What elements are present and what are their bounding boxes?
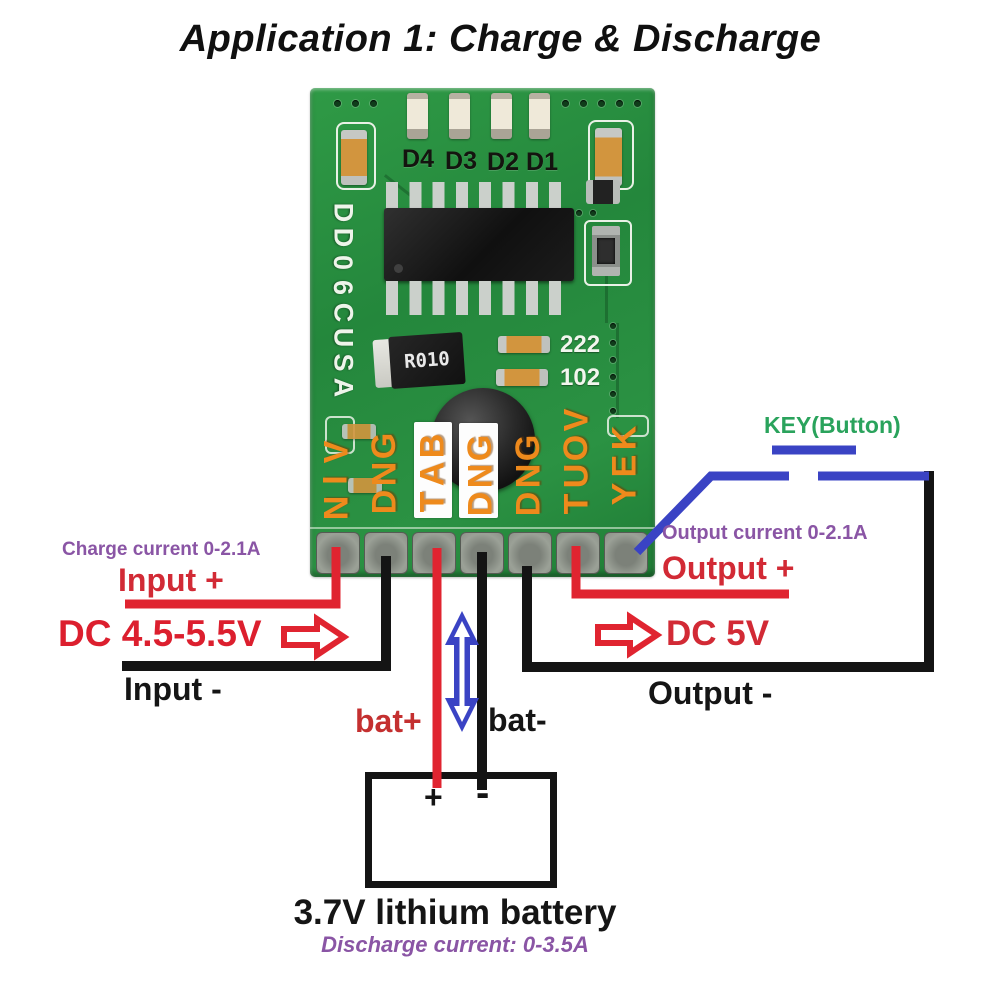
- capacitor-label-102: 102: [560, 364, 601, 391]
- via-dot: [616, 100, 623, 107]
- solder-pad-bat: [412, 532, 456, 574]
- label-background: [459, 423, 498, 518]
- input-right-arrow-icon: [281, 613, 350, 661]
- solder-pad-vout: [556, 532, 600, 574]
- via-dot: [610, 340, 616, 346]
- corner-bracket: [336, 122, 376, 190]
- smd-component: [586, 180, 620, 204]
- via-dot: [334, 100, 341, 107]
- output-minus-label: Output -: [648, 675, 773, 711]
- silkscreen-bracket: [607, 415, 649, 437]
- label-background: [414, 422, 452, 518]
- solder-pad-key: [604, 532, 648, 574]
- output-current-label: Output current 0-2.1A: [662, 522, 868, 544]
- smd-resistor: [342, 424, 376, 439]
- key-button-label: KEY(Button): [764, 412, 901, 438]
- battery-plus-terminal: +: [424, 779, 443, 815]
- via-dot: [370, 100, 377, 107]
- bat-minus-label: bat-: [488, 702, 547, 738]
- via-dot: [598, 100, 605, 107]
- component-bracket: [584, 220, 632, 286]
- led-label-d2: D2: [487, 148, 519, 176]
- ic-pins-top: [386, 182, 572, 210]
- diagram-title: Application 1: Charge & Discharge: [179, 18, 822, 60]
- led-d1: [529, 93, 550, 139]
- battery-label: 3.7V lithium battery: [293, 893, 617, 932]
- via-dot: [580, 100, 587, 107]
- led-d4: [407, 93, 428, 139]
- smd-resistor: [348, 478, 382, 493]
- updown-arrow-inner-icon: [454, 621, 470, 722]
- via-dot: [352, 100, 359, 107]
- pcb-trace: [605, 238, 608, 323]
- smd-capacitor-222: [498, 336, 550, 353]
- via-dot: [562, 100, 569, 107]
- battery-box: + -: [365, 771, 557, 888]
- via-dot: [610, 391, 616, 397]
- input-minus-label: Input -: [124, 671, 222, 707]
- smd-ic-core: [597, 238, 615, 264]
- dc-input-label: DC 4.5-5.5V: [58, 613, 262, 654]
- charge-current-label: Charge current 0-2.1A: [62, 539, 261, 560]
- bat-plus-label: bat+: [355, 703, 422, 739]
- led-label-d1: D1: [526, 148, 558, 176]
- battery-minus-terminal: -: [476, 771, 490, 815]
- resistor-body: R010: [388, 331, 466, 389]
- via-dot: [610, 408, 616, 414]
- led-d2: [491, 93, 512, 139]
- solder-pad-gnd-2: [460, 532, 504, 574]
- output-plus-label: Output +: [662, 550, 795, 586]
- dc-output-label: DC 5V: [666, 614, 770, 653]
- via-dot: [610, 323, 616, 329]
- updown-arrow-icon: [445, 611, 479, 732]
- sense-resistor: R010: [372, 331, 466, 390]
- solder-pad-gnd-3: [508, 532, 552, 574]
- input-plus-label: Input +: [118, 562, 224, 598]
- smd-capacitor: [595, 128, 622, 186]
- discharge-current-label: Discharge current: 0-3.5A: [321, 932, 589, 957]
- capacitor-label-222: 222: [560, 331, 601, 358]
- via-dot: [590, 210, 596, 216]
- silkscreen-line: [310, 527, 655, 529]
- ic-pin1-dot: [394, 264, 403, 273]
- solder-pad-vin: [316, 532, 360, 574]
- resistor-label: R010: [403, 347, 451, 374]
- via-dot: [576, 210, 582, 216]
- smd-capacitor-102: [496, 369, 548, 386]
- solder-pad-gnd-1: [364, 532, 408, 574]
- led-label-d4: D4: [402, 145, 434, 173]
- ic-pins-bottom: [386, 281, 572, 315]
- led-label-d3: D3: [445, 147, 477, 175]
- via-dot: [634, 100, 641, 107]
- output-right-arrow-icon: [595, 611, 663, 659]
- smd-ic-small: [592, 226, 620, 276]
- smd-capacitor: [341, 130, 367, 185]
- pcb-trace: [616, 323, 619, 418]
- via-dot: [610, 357, 616, 363]
- led-d3: [449, 93, 470, 139]
- via-dot: [610, 374, 616, 380]
- ic-chip: [384, 208, 574, 281]
